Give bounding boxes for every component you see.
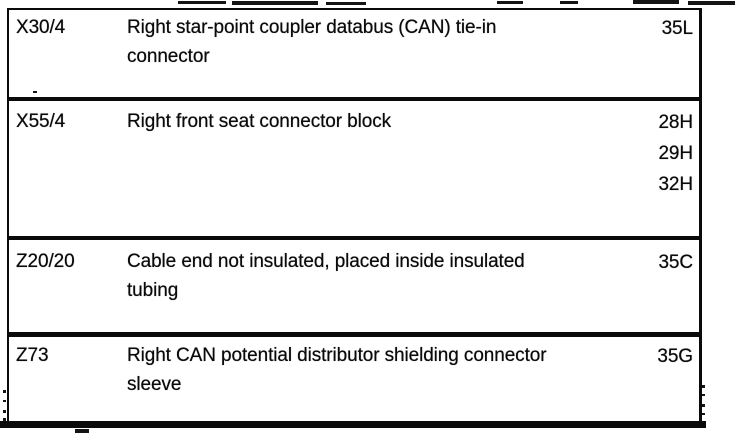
scan-noise (326, 2, 366, 5)
location-refs: 35C (627, 247, 699, 305)
component-code: X30/4 (16, 17, 66, 38)
component-code: Z73 (16, 345, 49, 366)
location-refs: 35G (627, 341, 699, 399)
description-line: tubing (127, 280, 179, 301)
scan-noise (702, 413, 705, 415)
table-border-bottom (0, 421, 706, 428)
scan-noise (702, 394, 705, 396)
location-ref: 35G (657, 346, 693, 367)
scan-noise (232, 1, 318, 5)
scan-noise (497, 1, 523, 4)
component-code: X55/4 (16, 111, 66, 132)
location-ref: 35L (661, 18, 694, 39)
scan-noise (633, 0, 679, 4)
description-line: Right star-point coupler databus (CAN) t… (127, 17, 497, 38)
component-description: Right CAN potential distributor shieldin… (127, 341, 627, 399)
table-row: Z20/20 Cable end not insulated, placed i… (9, 247, 699, 305)
description-line: Right front seat connector block (127, 111, 391, 132)
scan-noise (560, 1, 578, 4)
table-border-left (7, 8, 9, 426)
scan-noise (178, 1, 226, 4)
row-divider (9, 332, 699, 337)
table-border-top (7, 8, 700, 10)
table-row: X30/4 Right star-point coupler databus (… (9, 13, 699, 71)
row-divider (9, 236, 699, 240)
row-divider (9, 97, 699, 101)
location-ref: 32H (658, 174, 693, 195)
scan-noise (75, 429, 89, 433)
table-row: Z73 Right CAN potential distributor shie… (9, 341, 699, 399)
component-code: Z20/20 (16, 251, 75, 272)
component-description: Right front seat connector block (127, 107, 627, 200)
table-border-right (699, 8, 702, 426)
scan-noise (3, 400, 6, 402)
description-line: Right CAN potential distributor shieldin… (127, 345, 547, 366)
location-ref: 29H (658, 143, 693, 164)
scan-noise (702, 385, 705, 388)
scan-noise (3, 418, 6, 421)
component-description: Right star-point coupler databus (CAN) t… (127, 13, 627, 71)
scan-noise (3, 410, 6, 413)
scan-noise (33, 91, 37, 93)
location-refs: 35L (627, 13, 699, 71)
location-refs: 28H 29H 32H (627, 107, 699, 200)
scan-noise (3, 390, 6, 393)
scan-noise (688, 1, 735, 5)
table-row: X55/4 Right front seat connector block 2… (9, 107, 699, 200)
scan-noise (702, 404, 705, 407)
location-ref: 35C (658, 252, 693, 273)
description-line: connector (127, 46, 210, 67)
description-line: Cable end not insulated, placed inside i… (127, 251, 525, 272)
component-description: Cable end not insulated, placed inside i… (127, 247, 627, 305)
description-line: sleeve (127, 374, 182, 395)
location-ref: 28H (658, 112, 693, 133)
